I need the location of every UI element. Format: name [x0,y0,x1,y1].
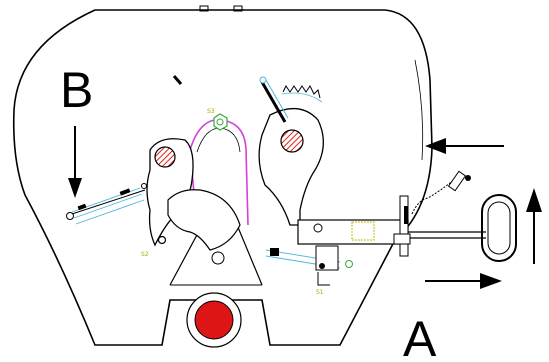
left-spring-clip-2 [77,203,87,211]
marker-s3: S3 [207,108,215,115]
top-stud-left [199,5,209,12]
release-flange [399,195,409,257]
release-flange-dark [404,206,408,224]
lower-bracket-pin [319,263,325,269]
cam-spring-pin [259,76,267,84]
s1-nut [345,260,353,268]
cam-spring-arm-cyan [265,79,289,119]
right-cam [258,108,324,226]
label-a: A [403,311,437,362]
marker-s2: S2 [141,251,149,258]
marker-s1: S1 [316,289,324,296]
magenta-link-inner [196,127,241,153]
cam-spring-arm [260,81,287,123]
slot-right-line [234,219,263,286]
safety-pin-end [465,175,471,181]
right-pivot-pin [280,129,304,153]
handle-ring-inner [487,201,511,255]
release-collar [393,233,411,245]
right-arrow-icon [480,273,502,289]
center-latch [167,189,241,251]
left-arrow-icon [425,138,446,154]
lower-spring-clip [270,248,279,256]
down-arrow-icon [68,178,82,198]
safety-pin [447,170,467,192]
bar-pivot [313,223,323,233]
housing-outline [12,9,433,346]
left-spring-clip-1 [119,188,131,196]
s1-bracket [317,272,330,286]
up-arrow-icon [526,188,542,212]
safety-chain [411,179,455,215]
left-spring-anchor [141,183,147,189]
center-hole [211,251,225,265]
left-spring-eye [66,212,74,220]
left-pivot-pin [154,146,176,168]
gear-teeth [282,85,321,99]
green-nut-hole [216,118,224,126]
release-bar-yellow-block [351,221,375,241]
s2-ring [157,235,167,245]
housing-inner-line [414,59,424,161]
left-spring-rod [71,189,146,215]
label-b: B [60,62,93,118]
gear-arc [281,92,323,103]
handle-ring-outer [481,194,517,262]
top-stud-right [233,5,243,12]
king-pin [194,300,234,340]
small-slot [172,75,183,85]
